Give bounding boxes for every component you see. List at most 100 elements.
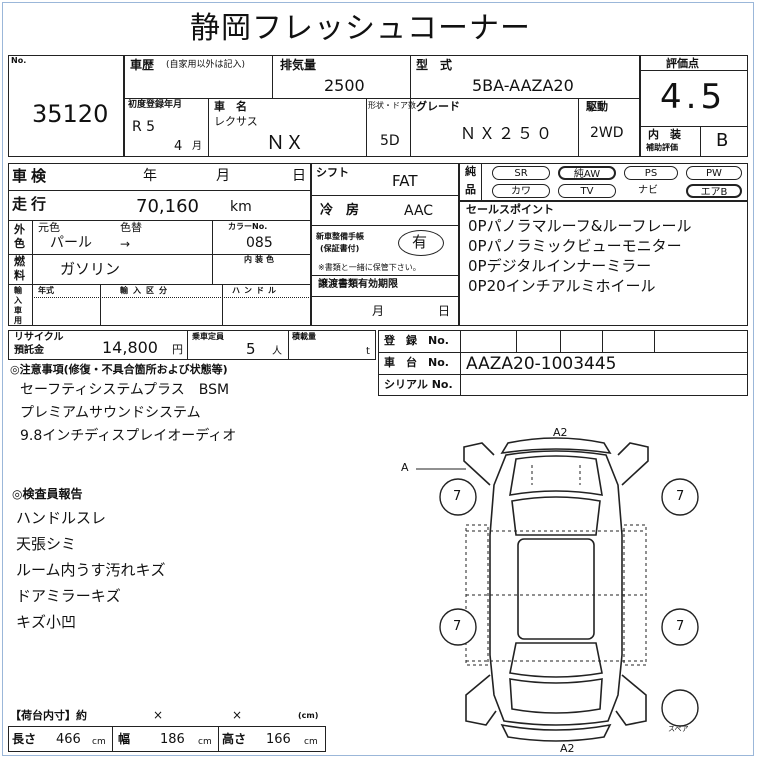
serial-label: シリアル No. [384, 378, 453, 391]
import-year-label: 年式 [38, 286, 54, 295]
lot-number: 35120 [32, 100, 109, 128]
tire-front-right: 7 [676, 489, 685, 504]
diagram-label-top: A2 [553, 426, 568, 439]
equipment-box [459, 163, 748, 201]
ext-color-arrow: → [120, 237, 131, 251]
equip-aw: 純AW [558, 166, 616, 180]
recycle-row [8, 330, 376, 360]
notes-label: ◎注意事項(修復・不具合箇所および状態等) [10, 363, 228, 376]
equip-pw: PW [686, 166, 742, 180]
ext-color-label-1: 外 [14, 223, 25, 236]
vehicle-info-table [124, 55, 640, 157]
note-1: セーフティシステムプラス BSM [20, 382, 230, 398]
sales-point-2: 0Pパノラミックビューモニター [468, 237, 682, 255]
import-label-3: 車 [14, 306, 22, 315]
cargo-length-label: 長さ [12, 732, 37, 746]
score-label: 評価点 [666, 57, 699, 70]
score-value: 4.5 [660, 77, 727, 117]
car-diagram [416, 437, 699, 742]
equipment-label-1: 純 [465, 165, 476, 178]
mileage-value: 70,160 [136, 196, 199, 217]
mileage-label: 走行 [12, 195, 51, 213]
import-label-2: 入 [14, 296, 22, 305]
tire-front-left: 7 [453, 489, 462, 504]
spec-table-left [8, 163, 311, 326]
cargo-x-2: × [232, 708, 243, 722]
sales-point-4: 0P20インチアルミホイール [468, 277, 656, 295]
history-label: 車歴 [130, 58, 155, 72]
cargo-unit: (cm) [298, 711, 319, 720]
equip-sr: SR [492, 166, 550, 180]
interior-score-label: 内 装 [648, 128, 681, 141]
sales-points-box [459, 201, 748, 326]
cargo-height-label: 高さ [222, 732, 247, 746]
chassis-label: 車 台 No. [384, 356, 449, 369]
history-note: (自家用以外は記入) [166, 60, 246, 70]
color-no-label: カラーNo. [228, 222, 268, 231]
note-2: プレミアムサウンドシステム [20, 405, 201, 421]
interior-color-label: 内装色 [244, 255, 277, 264]
ext-color-label-2: 色 [14, 237, 25, 250]
equip-navi: ナビ [638, 185, 658, 196]
transfer-month: 月 [372, 304, 385, 318]
shift-label: シフト [316, 166, 349, 179]
cargo-x-1: × [153, 708, 164, 722]
drive-label: 駆動 [586, 100, 608, 113]
fuel-value: ガソリン [60, 260, 121, 278]
import-label-1: 輸 [14, 286, 22, 295]
model-code-label: 型 式 [416, 58, 453, 72]
warranty-circle [398, 230, 444, 256]
lot-label: No. [11, 56, 27, 65]
car-model: ＮＸ [266, 132, 305, 154]
import-handle-label: ハンドル [232, 286, 280, 295]
registration-label: 登 録 No. [384, 334, 449, 347]
equip-leather: カワ [492, 184, 550, 198]
fuel-label-2: 料 [14, 269, 25, 282]
import-label-4: 用 [14, 316, 22, 325]
load-unit: t [366, 346, 370, 357]
ac-value: AAC [404, 203, 434, 219]
fuel-label-1: 燃 [14, 255, 25, 268]
ext-color-change-label: 色替 [120, 221, 142, 234]
capacity-label: 乗車定員 [192, 332, 224, 341]
shift-value: FAT [392, 172, 418, 190]
diagram-label-bottom: A2 [560, 742, 575, 755]
equip-airbag: エアB [686, 184, 742, 198]
first-reg-era: R 5 [132, 119, 156, 135]
recycle-unit: 円 [172, 343, 183, 356]
mileage-unit: km [230, 199, 252, 215]
cargo-width-label: 幅 [118, 732, 131, 746]
sales-point-1: 0Pパノラマルーフ&ルーフレール [468, 217, 692, 235]
registration-block [378, 330, 748, 396]
note-3: 9.8インチディスプレイオーディオ [20, 428, 237, 444]
interior-score-sub: 補助評価 [646, 143, 678, 152]
cargo-dimensions-box [8, 726, 326, 752]
warranty-label-2: (保証書付) [320, 244, 360, 253]
body-doors-value: 5D [380, 133, 400, 149]
spec-table-mid [311, 163, 459, 326]
inspection-month: 月 [216, 168, 230, 184]
body-doors-label: 形状・ドア数 [368, 101, 416, 110]
warranty-note: ※書類と一緒に保管下さい。 [318, 263, 421, 272]
first-reg-month-unit: 月 [192, 141, 202, 152]
inspector-label: ◎検査員報告 [12, 487, 83, 501]
color-no-value: 085 [246, 235, 273, 251]
tire-rear-right: 7 [676, 619, 685, 634]
lot-box [8, 55, 124, 157]
warranty-label-1: 新車整備手帳 [316, 232, 364, 241]
score-box [640, 55, 748, 157]
capacity-unit: 人 [272, 346, 282, 357]
equip-tv: TV [558, 184, 616, 198]
transfer-label: 譲渡書類有効期限 [318, 279, 398, 290]
recycle-value: 14,800 [102, 338, 158, 357]
tire-rear-left: 7 [453, 619, 462, 634]
displacement-value: 2500 [324, 76, 365, 95]
load-label: 積載量 [292, 332, 316, 341]
interior-score-value: B [716, 130, 729, 151]
grade-label: グレード [416, 100, 460, 113]
car-maker: レクサス [214, 115, 258, 128]
cargo-length-value: 466 [56, 732, 81, 747]
recycle-label-1: リサイクル [14, 332, 64, 343]
cargo-width-unit: cm [198, 737, 212, 747]
